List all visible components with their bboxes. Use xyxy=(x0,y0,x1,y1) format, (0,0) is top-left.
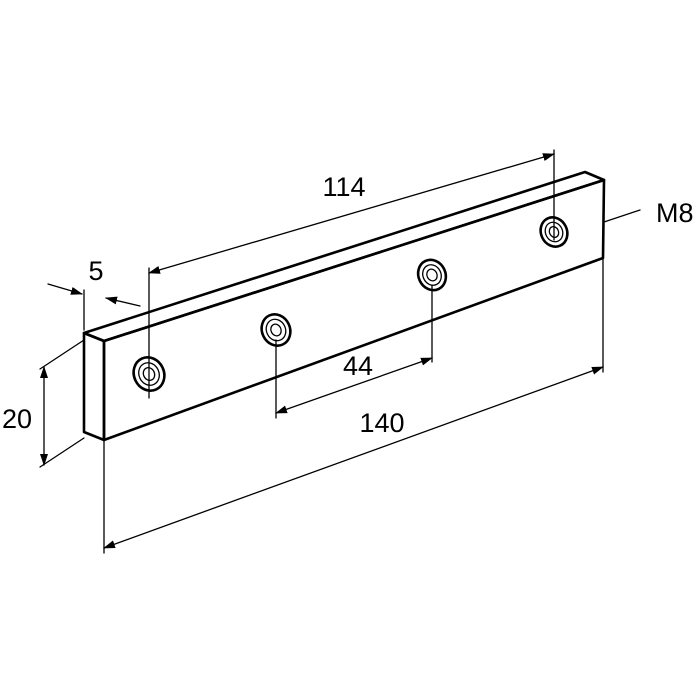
dim-thickness-arrow-right xyxy=(105,296,141,307)
dim-hole-pitch-label: 44 xyxy=(343,351,373,381)
thread-callout: M8 xyxy=(603,198,694,228)
dim-height-ext-bottom xyxy=(39,437,85,468)
dim-hole-pitch: 44 xyxy=(275,284,433,419)
dim-thickness: 5 xyxy=(47,256,141,331)
dim-hole-span-line xyxy=(148,153,555,274)
dim-length: 140 xyxy=(103,257,604,554)
bar-body xyxy=(82,170,606,442)
dim-height-ext-top xyxy=(39,339,85,370)
dim-hole-span: 114 xyxy=(148,149,555,399)
bar-front-face xyxy=(102,178,606,442)
dim-thickness-label: 5 xyxy=(88,256,103,286)
dim-thickness-arrow-left xyxy=(47,283,83,295)
dim-height-label: 20 xyxy=(2,404,32,434)
thread-leader-line xyxy=(603,209,641,223)
dim-length-label: 140 xyxy=(359,408,404,438)
thread-label: M8 xyxy=(656,198,694,228)
bar-end-face xyxy=(82,331,106,442)
dim-height: 20 xyxy=(2,339,85,468)
dim-hole-span-label: 114 xyxy=(322,172,365,202)
dim-length-line xyxy=(103,366,604,549)
hole-2 xyxy=(260,313,292,347)
